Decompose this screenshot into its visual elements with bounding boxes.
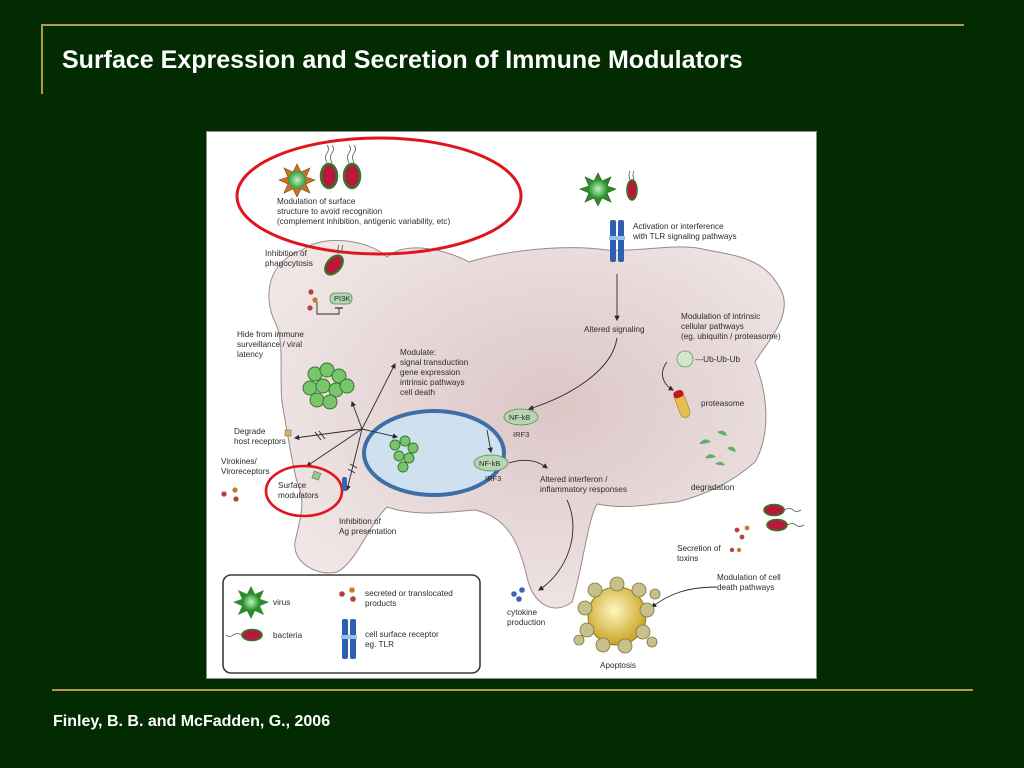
legend-virus-icon bbox=[233, 586, 269, 619]
legend-secreted-label-2: products bbox=[365, 599, 396, 608]
label-pi3k: PI3K bbox=[334, 294, 350, 303]
legend-bacteria-icon bbox=[225, 628, 263, 642]
label-inhib-ag-1: Inhibition of bbox=[339, 517, 382, 526]
label-virokines-1: Virokines/ bbox=[221, 457, 258, 466]
label-surface-mod-2: modulators bbox=[278, 491, 319, 500]
label-proteasome: proteasome bbox=[701, 399, 745, 408]
nfkb-node bbox=[503, 408, 539, 426]
bacteria-icon bbox=[324, 244, 344, 276]
legend-receptor-icon bbox=[341, 619, 357, 659]
virus-cluster-icon bbox=[389, 435, 419, 473]
label-altered-ifn-2: inflammatory responses bbox=[540, 485, 627, 494]
label-nfkb-1: NF-kB bbox=[509, 413, 530, 422]
label-inhib-phago-1: Inhibition of bbox=[265, 249, 308, 258]
label-degradation: degradation bbox=[691, 483, 735, 492]
virus-icon bbox=[278, 163, 316, 198]
label-mod-surface-3: (complement inhibition, antigenic variab… bbox=[277, 217, 451, 226]
slide-title: Surface Expression and Secretion of Immu… bbox=[62, 46, 743, 74]
label-cytokine-1: cytokine bbox=[507, 608, 537, 617]
label-activation-2: with TLR signaling pathways bbox=[632, 232, 737, 241]
legend-secreted-label-1: secreted or translocated bbox=[365, 589, 453, 598]
label-modulate-1: Modulate: bbox=[400, 348, 436, 357]
label-mod-surface-1: Modulation of surface bbox=[277, 197, 356, 206]
label-irf3-2: IRF3 bbox=[485, 474, 501, 483]
nucleus bbox=[362, 409, 506, 497]
label-degrade-2: host receptors bbox=[234, 437, 286, 446]
label-apoptosis: Apoptosis bbox=[600, 661, 636, 670]
bottom-rule bbox=[52, 689, 973, 691]
highlight-ellipse-small bbox=[264, 464, 344, 518]
label-mod-death-2: death pathways bbox=[717, 583, 774, 592]
top-rule bbox=[42, 24, 964, 26]
secreted-products-icon bbox=[221, 487, 239, 502]
label-mod-intrinsic-2: cellular pathways bbox=[681, 322, 744, 331]
label-degrade-1: Degrade bbox=[234, 427, 266, 436]
pi3k-node bbox=[329, 292, 353, 305]
receptor-fragment-icon bbox=[284, 429, 292, 437]
proteasome-icon bbox=[673, 389, 691, 418]
label-altered-signaling: Altered signaling bbox=[584, 325, 645, 334]
label-modulate-3: gene expression bbox=[400, 368, 461, 377]
tlr-receptor-icon bbox=[609, 220, 625, 262]
legend-receptor-label-2: eg. TLR bbox=[365, 640, 394, 649]
label-cytokine-2: production bbox=[507, 618, 546, 627]
figure-svg: Modulation of surface structure to avoid… bbox=[221, 136, 805, 674]
legend-bacteria-label: bacteria bbox=[273, 631, 303, 640]
virus-cluster-icon bbox=[302, 362, 355, 410]
label-modulate-2: signal transduction bbox=[400, 358, 469, 367]
label-activation-1: Activation or interference bbox=[633, 222, 724, 231]
label-modulate-4: intrinsic pathways bbox=[400, 378, 465, 387]
bacteria-icon bbox=[342, 144, 362, 190]
label-hide-3: latency bbox=[237, 350, 264, 359]
label-inhib-phago-2: phagocytosis bbox=[265, 259, 313, 268]
surface-modulator-icon bbox=[311, 470, 322, 481]
bacteria-icon bbox=[319, 144, 339, 190]
apoptotic-cell-icon bbox=[573, 576, 661, 654]
legend-secreted-icon bbox=[339, 587, 356, 602]
label-secretion-2: toxins bbox=[677, 554, 698, 563]
label-nfkb-2: NF-kB bbox=[479, 459, 500, 468]
highlight-ellipse bbox=[235, 136, 523, 256]
mhc-icon bbox=[342, 477, 347, 491]
label-secretion-1: Secretion of bbox=[677, 544, 721, 553]
label-mod-intrinsic-1: Modulation of intrinsic bbox=[681, 312, 760, 321]
label-hide-1: Hide from immune bbox=[237, 330, 304, 339]
label-inhib-ag-2: Ag presentation bbox=[339, 527, 397, 536]
label-hide-2: surveillance / viral bbox=[237, 340, 302, 349]
cytokine-icon bbox=[511, 587, 525, 602]
left-rule bbox=[41, 24, 43, 94]
virus-icon bbox=[579, 172, 617, 207]
citation: Finley, B. B. and McFadden, G., 2006 bbox=[53, 713, 331, 730]
nfkb-node bbox=[473, 454, 509, 472]
label-mod-death-1: Modulation of cell bbox=[717, 573, 781, 582]
bacteria-icon bbox=[766, 518, 805, 532]
label-modulate-5: cell death bbox=[400, 388, 435, 397]
label-mod-surface-2: structure to avoid recognition bbox=[277, 207, 383, 216]
label-virokines-2: Viroreceptors bbox=[221, 467, 270, 476]
immune-modulators-figure: Modulation of surface structure to avoid… bbox=[206, 131, 817, 679]
label-irf3-1: IRF3 bbox=[513, 430, 529, 439]
label-ub-chain: ---Ub-Ub-Ub bbox=[695, 355, 740, 364]
protein-icon bbox=[676, 350, 694, 368]
degradation-fragments-icon bbox=[699, 430, 736, 466]
legend-receptor-label-1: cell surface receptor bbox=[365, 630, 439, 639]
secreted-products-icon bbox=[307, 289, 318, 311]
label-surface-mod-1: Surface bbox=[278, 481, 307, 490]
label-altered-ifn-1: Altered interferon / bbox=[540, 475, 608, 484]
label-mod-intrinsic-3: (eg. ubiquitin / proteasome) bbox=[681, 332, 781, 341]
secreted-products-icon bbox=[729, 525, 750, 553]
legend-virus-label: virus bbox=[273, 598, 290, 607]
bacteria-icon bbox=[763, 503, 802, 517]
bacteria-icon bbox=[626, 170, 638, 201]
